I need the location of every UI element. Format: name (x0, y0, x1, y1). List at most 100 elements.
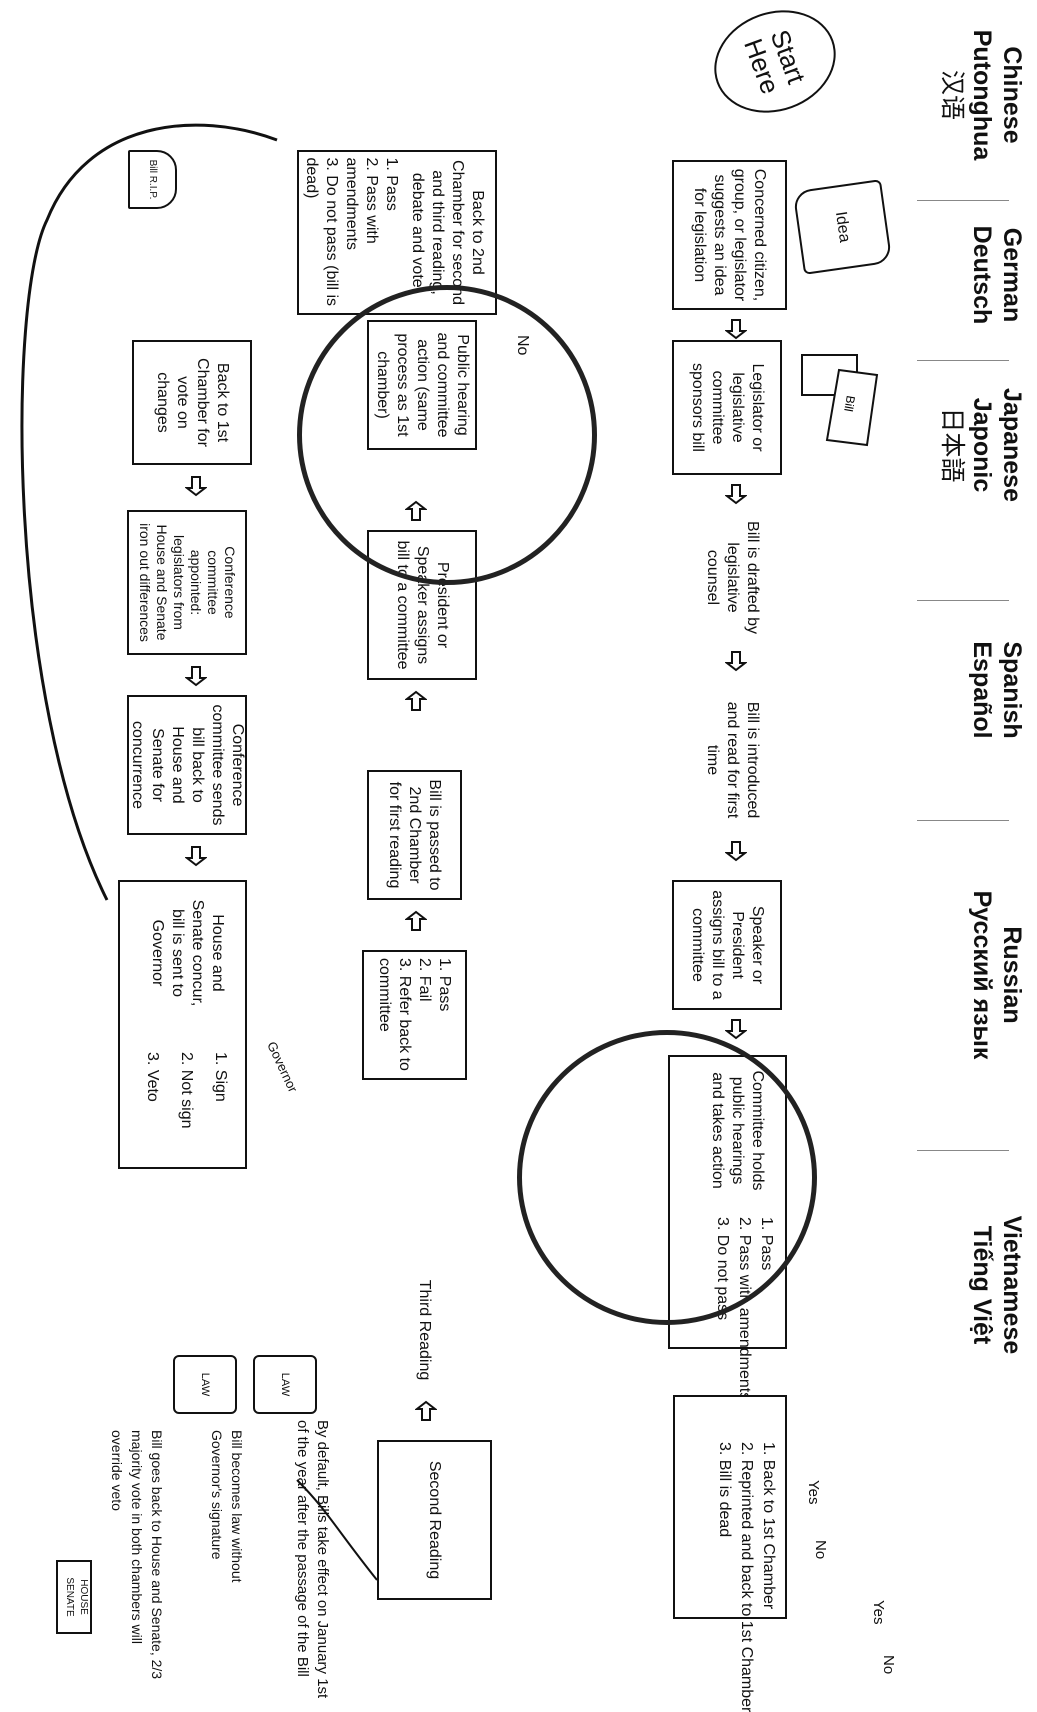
step-second-reading: Second Reading (377, 1440, 492, 1600)
second-chamber-option: 2. Pass with amendments (343, 157, 380, 251)
arrow-right-icon (725, 841, 747, 862)
vote-no: No (880, 1655, 897, 1675)
pass-fail-option: 3. Refer back to committee (376, 958, 414, 1071)
idea-label: Idea (832, 210, 854, 244)
lang-en: Spanish (998, 641, 1026, 739)
back-2nd-chamber-text: Back to 2nd Chamber for second and third… (409, 160, 486, 305)
step-drafted: Bill is drafted by legislative counsel (682, 510, 782, 645)
lang-en: Vietnamese (998, 1215, 1026, 1355)
separator (917, 1150, 1009, 1151)
governor-option: 2. Not sign (178, 1052, 195, 1129)
step-sponsor: Legislator or legislative committee spon… (672, 340, 782, 475)
step-assign-committee-2: President or Speaker assigns bill to a c… (367, 530, 477, 680)
committee-option: 1. Pass (758, 1217, 775, 1271)
vote-yes: Yes (805, 1480, 822, 1505)
separator (917, 200, 1009, 201)
step-conference-appointed: Conference committee appointed: legislat… (127, 510, 247, 655)
house-senate-label: HOUSE SENATE (64, 1577, 89, 1617)
governor-label: Governor (264, 1039, 301, 1095)
committee-options: 1. Pass 2. Pass with amendments 3. Do no… (711, 1217, 777, 1400)
language-chinese[interactable]: Chinese Putonghua 汉语 (937, 20, 1027, 170)
no-label: No (514, 335, 531, 356)
note-no-signature: Bill becomes law without Governor's sign… (209, 1430, 245, 1583)
arrow-left-icon (415, 1400, 437, 1421)
vote-no: No (812, 1540, 829, 1560)
separator (917, 360, 1009, 361)
committee-hearing-text: Committee holds public hearings and take… (709, 1070, 766, 1191)
bill-scroll-sketch: Bill (797, 345, 887, 455)
arrow-right-icon (185, 666, 207, 687)
step-passed-2nd-chamber: Bill is passed to 2nd Chamber for first … (367, 770, 462, 900)
arrow-right-icon (725, 319, 747, 340)
step-introduced: Bill is introduced and read for first ti… (682, 690, 782, 830)
committee-hearing-panel: Committee holds public hearings and take… (668, 1055, 787, 1400)
arrow-left-icon (405, 500, 427, 521)
arrow-right-icon (725, 651, 747, 672)
second-chamber-option: 1. Pass (383, 157, 400, 211)
separator (917, 820, 1009, 821)
arrow-right-icon (725, 1019, 747, 1040)
arrow-right-icon (725, 484, 747, 505)
language-spanish[interactable]: Spanish Español (967, 620, 1027, 760)
lang-native: Putonghua (968, 29, 996, 161)
lang-native2: 日本語 (938, 407, 966, 483)
note-default-effective: By default, Bills take effect on January… (294, 1420, 331, 1699)
lang-en: German (998, 227, 1026, 323)
arrow-left-icon (405, 910, 427, 931)
second-chamber-option: 3. Do not pass (bill is dead) (303, 157, 340, 307)
lang-native2: 汉语 (938, 69, 966, 120)
step-public-hearing-2: Public hearing and committee action (sam… (367, 320, 477, 450)
governor-option: 1. Sign (212, 1052, 229, 1102)
step-assign-committee: Speaker or President assigns bill to a c… (672, 880, 782, 1010)
pass-fail-option: 2. Fail (416, 958, 434, 1002)
tombstone-label: Bill R.I.P. (147, 159, 158, 200)
committee-option: 3. Do not pass (714, 1217, 731, 1321)
law-label: LAW (199, 1372, 211, 1397)
result-item: 2. Reprinted and back to 1st Chamber (738, 1442, 755, 1712)
result-item: 3. Bill is dead (716, 1442, 733, 1538)
vote-yes: Yes (870, 1600, 887, 1625)
law-scroll-1: LAW (253, 1355, 317, 1414)
bill-label: Bill (841, 394, 858, 412)
result-item: 1. Back to 1st Chamber (760, 1442, 777, 1610)
committee-option: 2. Pass with amendments (736, 1217, 753, 1401)
arrow-right-icon (185, 476, 207, 497)
note-veto: Bill goes back to House and Senate, 2/3 … (109, 1430, 165, 1680)
step-conference-sends-back: Conference committee sends bill back to … (127, 695, 247, 835)
start-here-badge: Start Here (699, 0, 851, 130)
law-scroll-2: LAW (173, 1355, 237, 1414)
committee-results-panel: 1. Back to 1st Chamber 2. Reprinted and … (673, 1395, 787, 1712)
language-german[interactable]: German Deutsch (967, 205, 1027, 345)
tombstone: Bill R.I.P. (128, 150, 177, 209)
senate-concur-text: House and Senate concur, bill is sent to… (149, 899, 226, 1007)
idea-scroll: Idea (792, 179, 893, 275)
step-back-1st-chamber: Back to 1st Chamber for vote on changes (132, 340, 252, 465)
governor-panel: House and Senate concur, bill is sent to… (118, 880, 247, 1169)
step-idea: Concerned citizen, group, or legislator … (672, 160, 787, 310)
lang-native: Español (968, 641, 996, 739)
step-pass-fail: 1. Pass 2. Fail 3. Refer back to committ… (362, 950, 467, 1080)
pass-fail-option: 1. Pass (436, 958, 454, 1012)
lang-native: Deutsch (968, 225, 996, 325)
lang-en: Russian (998, 926, 1026, 1024)
separator (917, 600, 1009, 601)
lang-native: Japonic (968, 397, 996, 493)
arrow-right-icon (185, 846, 207, 867)
start-here-label: Start Here (738, 25, 812, 98)
governor-option: 3. Veto (144, 1052, 161, 1102)
lang-native: Русский язык (968, 890, 996, 1060)
language-vietnamese[interactable]: Vietnamese Tiếng Việt (967, 1200, 1027, 1370)
arrow-left-icon (405, 690, 427, 711)
language-russian[interactable]: Russian Русский язык (967, 860, 1027, 1090)
lang-en: Chinese (998, 46, 1026, 144)
lang-native: Tiếng Việt (968, 1225, 996, 1345)
house-senate-sign: HOUSE SENATE (56, 1560, 92, 1634)
result-list: 1. Back to 1st Chamber 2. Reprinted and … (713, 1442, 779, 1712)
step-third-reading: Third Reading (372, 1270, 477, 1390)
governor-options: 1. Sign 2. Not sign 3. Veto (135, 1052, 237, 1128)
law-label: LAW (279, 1372, 291, 1397)
language-japanese[interactable]: Japanese Japonic 日本語 (937, 380, 1027, 510)
step-back-to-2nd-chamber: Back to 2nd Chamber for second and third… (297, 150, 497, 315)
lang-en: Japanese (998, 388, 1026, 502)
